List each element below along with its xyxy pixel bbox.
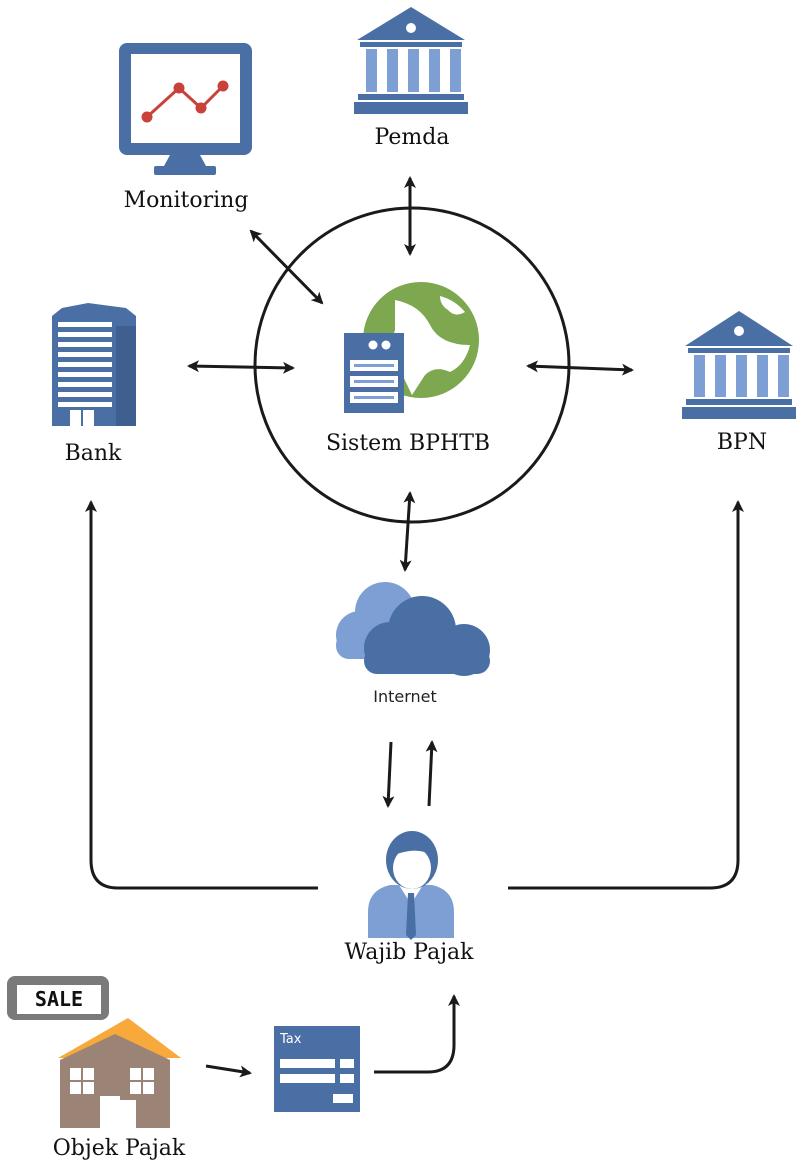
internet-label: Internet bbox=[373, 687, 437, 706]
arrow-objek-to-tax bbox=[205, 1064, 252, 1078]
bpn-label: BPN bbox=[716, 430, 768, 455]
tax-form-title: Tax bbox=[279, 1032, 302, 1047]
connector-arrows bbox=[85, 176, 744, 1078]
sale-tag-icon: SALE bbox=[7, 976, 109, 1020]
arrow-bank-sistem bbox=[187, 360, 295, 374]
office-tower-icon bbox=[52, 303, 136, 426]
cloud-icon bbox=[336, 582, 490, 676]
sistem-bphtb-label: Sistem BPHTB bbox=[325, 431, 491, 456]
arrow-tax-to-wajib bbox=[374, 994, 460, 1074]
tax-document-icon: Tax bbox=[274, 1026, 360, 1112]
government-building-icon bbox=[354, 7, 468, 114]
arrow-sistem-internet bbox=[399, 491, 416, 572]
monitoring-label: Monitoring bbox=[123, 188, 249, 213]
objek-pajak-label: Objek Pajak bbox=[52, 1136, 186, 1161]
arrow-wajib-to-bank bbox=[85, 500, 318, 890]
wajib-pajak-label: Wajib Pajak bbox=[344, 940, 474, 965]
pemda-label: Pemda bbox=[374, 125, 450, 150]
arrow-internet-to-wajib bbox=[382, 741, 395, 808]
monitor-chart-icon bbox=[119, 43, 252, 175]
arrow-sistem-bpn bbox=[526, 360, 634, 376]
arrow-monitoring-sistem bbox=[249, 229, 324, 305]
person-icon bbox=[368, 831, 454, 940]
arrow-wajib-to-bpn bbox=[508, 500, 744, 890]
server-globe-icon bbox=[344, 282, 479, 413]
sale-tag-text: SALE bbox=[35, 987, 83, 1011]
bank-label: Bank bbox=[64, 441, 122, 466]
government-building-icon bbox=[682, 311, 796, 419]
arrow-wajib-to-internet bbox=[425, 740, 438, 807]
house-icon bbox=[58, 1018, 181, 1128]
